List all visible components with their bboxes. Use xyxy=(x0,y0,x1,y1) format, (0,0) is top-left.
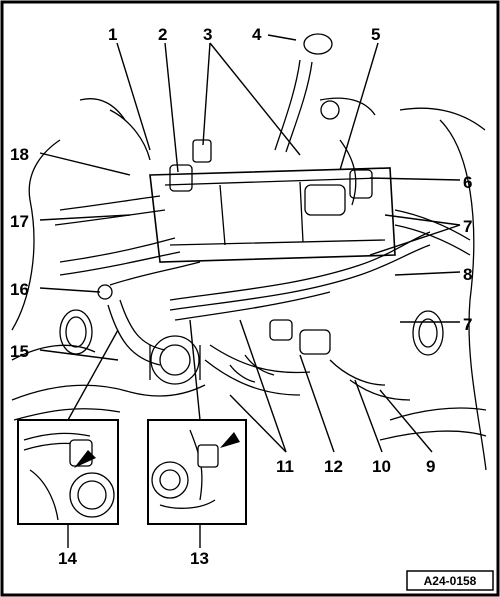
callout-3: 3 xyxy=(203,25,212,44)
callout-16: 16 xyxy=(10,280,29,299)
callout-14: 14 xyxy=(58,549,77,568)
callout-1: 1 xyxy=(108,25,117,44)
callout-13: 13 xyxy=(190,549,209,568)
callout-7-upper: 7 xyxy=(463,217,472,236)
callout-18: 18 xyxy=(10,145,29,164)
callout-7-lower: 7 xyxy=(463,315,472,334)
inset-14 xyxy=(17,419,119,525)
reference-code-box: A24-0158 xyxy=(406,570,494,591)
callout-15: 15 xyxy=(10,342,29,361)
inset-13 xyxy=(147,419,247,525)
callout-10: 10 xyxy=(372,457,391,476)
callout-17: 17 xyxy=(10,212,29,231)
callout-9: 9 xyxy=(426,457,435,476)
callout-4: 4 xyxy=(252,25,262,44)
leader-lines xyxy=(39,34,461,548)
callout-2: 2 xyxy=(158,25,167,44)
callout-5: 5 xyxy=(371,25,380,44)
callout-6: 6 xyxy=(463,173,472,192)
callouts: 1 2 3 4 5 6 7 7 8 9 10 11 12 13 14 15 16… xyxy=(10,25,472,568)
reference-code: A24-0158 xyxy=(424,574,477,588)
callout-8: 8 xyxy=(463,265,472,284)
callout-12: 12 xyxy=(324,457,343,476)
callout-11: 11 xyxy=(276,457,294,476)
